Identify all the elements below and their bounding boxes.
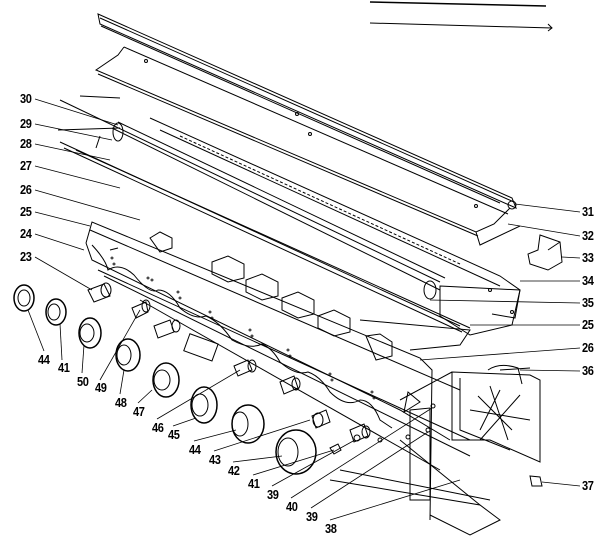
callout-23: 23 xyxy=(20,249,32,264)
callout-33: 33 xyxy=(582,250,594,265)
bottom-frame xyxy=(330,440,500,535)
callout-50: 50 xyxy=(77,374,89,389)
control-panel xyxy=(86,222,470,520)
part-36-bracket-assembly xyxy=(400,365,540,500)
callout-40: 40 xyxy=(286,499,298,514)
callout-28: 28 xyxy=(20,136,32,151)
part-37-clip xyxy=(530,476,542,486)
callout-35: 35 xyxy=(582,295,594,310)
callout-39-second: 39 xyxy=(306,509,318,524)
callout-45: 45 xyxy=(168,427,180,442)
control-knobs xyxy=(14,285,316,474)
callout-42: 42 xyxy=(228,463,240,478)
callout-34: 34 xyxy=(582,273,594,288)
leader-lines-right xyxy=(420,204,580,486)
callout-43: 43 xyxy=(209,452,221,467)
callout-30: 30 xyxy=(20,91,32,106)
callout-48: 48 xyxy=(115,395,127,410)
leader-lines-left xyxy=(28,99,460,520)
callout-41-second: 41 xyxy=(248,476,260,491)
callout-25-left: 25 xyxy=(20,204,32,219)
switch-shafts xyxy=(88,283,370,442)
callout-46: 46 xyxy=(152,420,164,435)
callout-49: 49 xyxy=(95,380,107,395)
callout-31: 31 xyxy=(582,204,594,219)
callout-32: 32 xyxy=(582,228,594,243)
callout-44-second: 44 xyxy=(189,442,201,457)
callout-26-right: 26 xyxy=(582,340,594,355)
callout-26-left: 26 xyxy=(20,182,32,197)
part-31-top-trim xyxy=(98,14,516,210)
callout-36: 36 xyxy=(582,363,594,378)
callout-41-first: 41 xyxy=(58,360,70,375)
part-34-35-side-plates xyxy=(360,286,520,350)
part-27-28-channels xyxy=(60,118,520,332)
screws-38-40 xyxy=(330,403,436,454)
callout-39-first: 39 xyxy=(267,487,279,502)
callout-25-right: 25 xyxy=(582,317,594,332)
part-33-end-cap xyxy=(528,235,562,270)
part-32-angle-bracket xyxy=(96,47,520,245)
callout-37: 37 xyxy=(582,478,594,493)
callout-27: 27 xyxy=(20,158,32,173)
callout-24: 24 xyxy=(20,226,32,241)
part-29-30-light-tube xyxy=(58,96,445,299)
callout-38: 38 xyxy=(325,521,337,536)
header-rules xyxy=(370,2,552,31)
callout-29: 29 xyxy=(20,116,32,131)
callout-47: 47 xyxy=(133,404,145,419)
callout-44-first: 44 xyxy=(38,352,50,367)
